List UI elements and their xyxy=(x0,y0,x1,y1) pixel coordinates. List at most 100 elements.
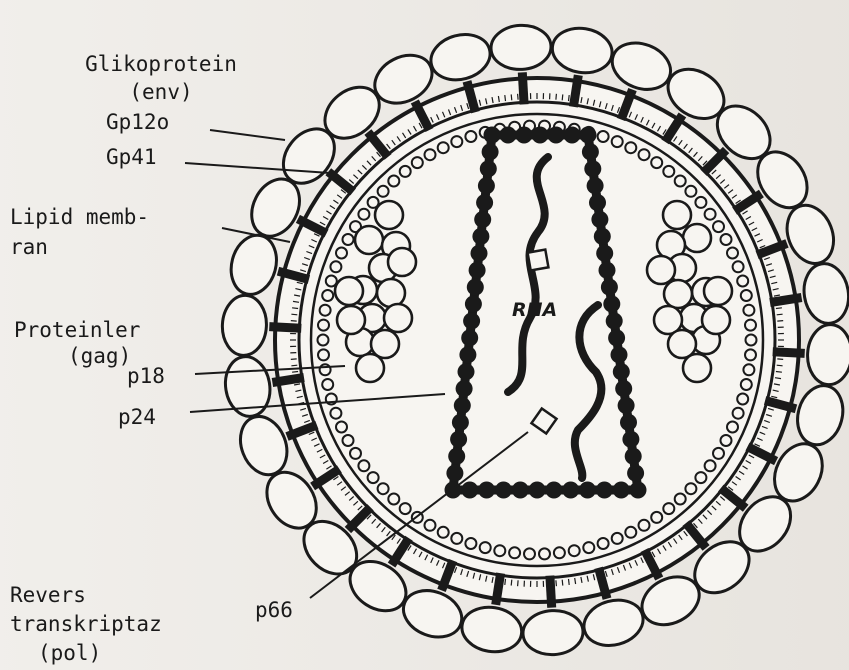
p18-bead xyxy=(695,472,706,483)
p18-bead xyxy=(343,234,354,245)
capsid-bead xyxy=(484,127,501,144)
p18-bead xyxy=(705,460,716,471)
p18-bead xyxy=(318,349,329,360)
capsid-bead xyxy=(474,211,491,228)
p18-bead xyxy=(322,290,333,301)
p18-bead xyxy=(685,483,696,494)
p18-bead xyxy=(685,186,696,197)
capsid-bead xyxy=(472,228,489,245)
gag-protein-circle xyxy=(702,306,730,334)
membrane-hatch xyxy=(776,308,782,309)
p18-bead xyxy=(425,520,436,531)
gp41-spike xyxy=(496,573,501,605)
p18-bead xyxy=(743,305,754,316)
capsid-bead xyxy=(456,380,473,397)
p18-bead xyxy=(569,545,580,556)
gp120-knob xyxy=(579,594,648,652)
p18-bead xyxy=(733,261,744,272)
p18-bead xyxy=(737,394,748,405)
p18-bead xyxy=(425,149,436,160)
p18-bead xyxy=(438,527,449,538)
gag-protein-circle xyxy=(355,226,383,254)
p18-bead xyxy=(400,166,411,177)
p18-bead xyxy=(438,142,449,153)
capsid-bead xyxy=(450,431,467,448)
capsid-bead xyxy=(582,143,599,160)
gp120-knob xyxy=(426,28,495,86)
gag-protein-circle xyxy=(356,354,384,382)
gag-protein-circle xyxy=(337,306,365,334)
capsid-bead xyxy=(495,482,512,499)
p18-bead xyxy=(343,435,354,446)
p18-bead xyxy=(743,364,754,375)
gp120-knob xyxy=(606,35,678,98)
p18-bead xyxy=(675,494,686,505)
p18-bead xyxy=(358,209,369,220)
capsid-bead xyxy=(458,363,475,380)
gag-protein-circle xyxy=(683,354,711,382)
p18-bead xyxy=(330,408,341,419)
p18-bead xyxy=(368,472,379,483)
p18-bead xyxy=(663,503,674,514)
integrase-square-1 xyxy=(528,250,549,271)
gp41-label: Gp41 xyxy=(106,145,157,169)
gp120-knob xyxy=(221,294,268,356)
p18-bead xyxy=(721,234,732,245)
gp120-knob xyxy=(225,230,283,299)
capsid-bead xyxy=(618,397,635,414)
membrane-hatch xyxy=(562,580,563,586)
membrane-hatch xyxy=(291,359,297,360)
gag-protein-circle xyxy=(388,248,416,276)
p18-bead xyxy=(465,538,476,549)
gp41-spike xyxy=(550,576,552,608)
capsid-bead xyxy=(545,482,562,499)
p18-bead xyxy=(524,548,535,559)
gp41-spike xyxy=(573,75,578,107)
gp41-spike xyxy=(272,378,304,383)
p18-bead xyxy=(350,448,361,459)
p18-bead xyxy=(336,248,347,259)
p18-bead xyxy=(733,408,744,419)
membrane-hatch xyxy=(291,314,297,315)
transkriptaz-label: transkriptaz xyxy=(10,612,162,636)
p18-bead xyxy=(554,547,565,558)
p18-bead xyxy=(663,166,674,177)
capsid-bead xyxy=(532,127,549,144)
capsid-bead xyxy=(591,211,608,228)
p18-bead xyxy=(330,261,341,272)
p18-bead xyxy=(721,435,732,446)
capsid-bead xyxy=(446,465,463,482)
p18-bead xyxy=(713,448,724,459)
env-label: (env) xyxy=(46,80,276,104)
capsid-bead xyxy=(613,482,630,499)
capsid-bead xyxy=(454,397,471,414)
p18-bead xyxy=(322,379,333,390)
capsid-bead xyxy=(599,262,616,279)
gp41-spike xyxy=(770,298,802,303)
p18-bead xyxy=(378,186,389,197)
capsid-bead xyxy=(548,127,565,144)
membrane-hatch xyxy=(777,321,783,322)
p18-bead xyxy=(388,176,399,187)
p18-bead xyxy=(318,320,329,331)
membrane-hatch xyxy=(777,365,783,366)
capsid-bead xyxy=(584,160,601,177)
membrane-hatch xyxy=(292,308,298,309)
pol-label: (pol) xyxy=(38,641,101,665)
lipid-membran-label-line1: Lipid memb- xyxy=(10,205,149,229)
capsid-bead xyxy=(615,380,632,397)
capsid-bead xyxy=(603,296,620,313)
capsid-bead xyxy=(625,448,642,465)
capsid-bead xyxy=(564,127,581,144)
membrane-hatch xyxy=(511,580,512,586)
capsid-bead xyxy=(630,482,647,499)
gag-protein-circle xyxy=(335,277,363,305)
p18-bead xyxy=(651,512,662,523)
capsid-bead xyxy=(529,482,546,499)
p18-bead xyxy=(494,545,505,556)
gp120-knob xyxy=(800,260,849,326)
gp120-knob xyxy=(549,24,615,77)
membrane-hatch xyxy=(777,359,783,360)
rna-label: RNA xyxy=(512,299,557,321)
capsid-bead xyxy=(461,482,478,499)
